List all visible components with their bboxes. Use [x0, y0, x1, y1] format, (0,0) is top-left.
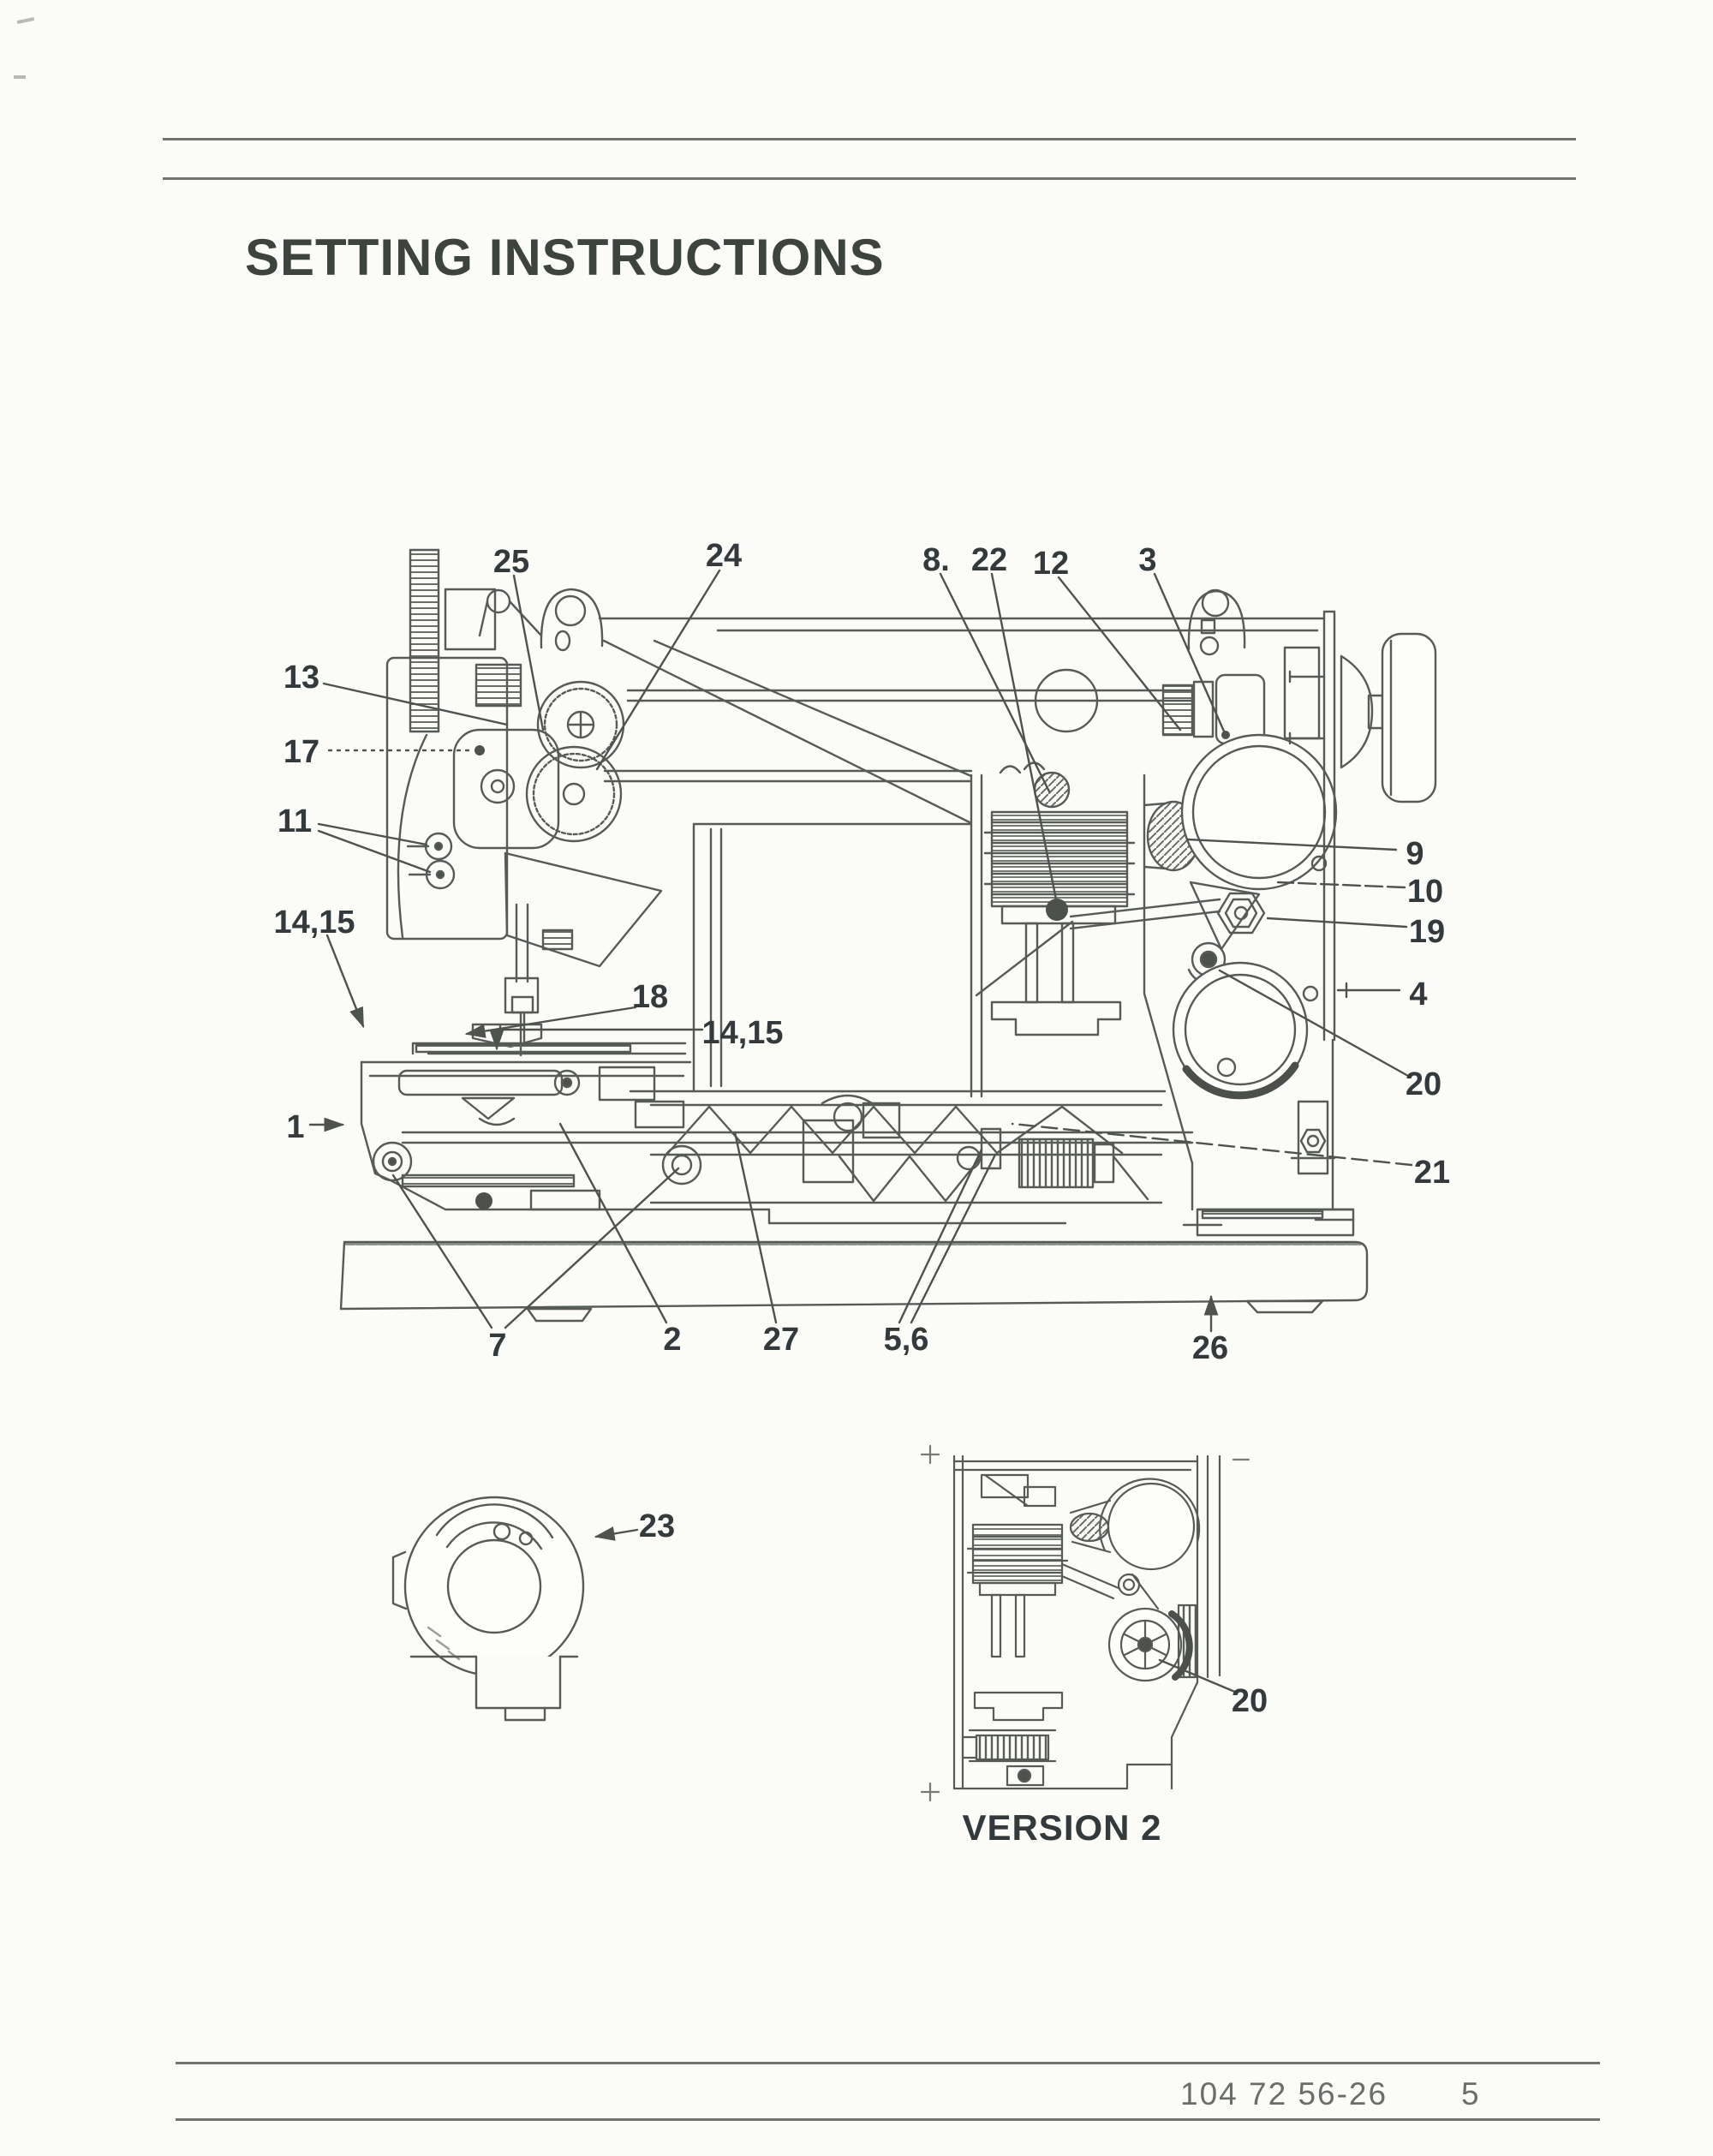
leader-20-version2 — [1158, 1658, 1238, 1694]
callout-3: 3 — [1138, 542, 1156, 578]
callout-21: 21 — [1414, 1155, 1450, 1191]
callout-25: 25 — [493, 544, 529, 580]
callout-24: 24 — [706, 538, 742, 574]
callout-9: 9 — [1406, 836, 1424, 872]
callout-8: 8. — [922, 542, 950, 578]
machine-line-art — [339, 548, 1437, 1323]
leader-20 — [1218, 969, 1410, 1078]
leader-2 — [558, 1122, 668, 1324]
callout-26: 26 — [1192, 1330, 1228, 1366]
leader-14-15-mid — [489, 1028, 704, 1051]
scan-artifact — [14, 75, 26, 79]
callout-14-15-mid: 14,15 — [701, 1015, 783, 1051]
callout-11: 11 — [278, 803, 312, 839]
callout-1: 1 — [286, 1109, 304, 1145]
callout-20-version2: 20 — [1232, 1683, 1268, 1719]
leader-7a — [391, 1174, 493, 1329]
leader-11b — [317, 829, 432, 874]
leader-12 — [1057, 576, 1182, 732]
leader-13 — [322, 682, 509, 726]
leader-10 — [1276, 881, 1406, 889]
callout-13: 13 — [284, 660, 319, 696]
callout-18: 18 — [632, 979, 668, 1015]
bobbin-case-inset — [391, 1496, 585, 1722]
leader-17-dot — [475, 745, 485, 755]
callout-12: 12 — [1033, 546, 1069, 582]
leader-11a — [317, 822, 428, 846]
callout-4: 4 — [1409, 976, 1427, 1012]
callout-17: 17 — [284, 734, 319, 770]
leader-5-6b — [910, 1153, 997, 1324]
leader-5-6a — [898, 1148, 983, 1324]
leader-3-dot — [1221, 731, 1230, 739]
callout-7: 7 — [488, 1328, 506, 1364]
leader-25 — [512, 574, 545, 732]
leader-22 — [990, 572, 1058, 901]
leader-18 — [464, 1006, 637, 1038]
callout-leaders — [308, 569, 1413, 1694]
footer-doc-number: 104 72 56-26 — [1180, 2076, 1388, 2111]
leader-19 — [1266, 917, 1408, 929]
leader-27 — [733, 1131, 778, 1324]
footer-rule-1 — [176, 2062, 1600, 2064]
top-rule-2 — [163, 177, 1576, 180]
callout-2: 2 — [663, 1322, 681, 1358]
leader-21 — [1011, 1122, 1413, 1167]
version2-caption: VERSION 2 — [962, 1807, 1161, 1848]
callout-27: 27 — [763, 1322, 799, 1358]
callout-20: 20 — [1406, 1066, 1441, 1102]
callout-5-6: 5,6 — [884, 1322, 929, 1358]
footer-page-number: 5 — [1461, 2076, 1479, 2111]
callout-19: 19 — [1409, 914, 1445, 950]
leader-9 — [1185, 838, 1398, 851]
leader-7b — [504, 1167, 680, 1329]
footer-rule-2 — [176, 2118, 1600, 2121]
callout-14-15-left: 14,15 — [273, 905, 355, 941]
leader-24 — [595, 569, 721, 771]
callout-labels: 25 24 8. 22 12 3 13 17 11 14,15 18 14,15… — [273, 538, 1450, 1719]
page-title: SETTING INSTRUCTIONS — [245, 229, 885, 286]
leader-4 — [1336, 982, 1401, 999]
version2-inset — [920, 1444, 1250, 1802]
leader-3 — [1153, 572, 1227, 735]
leader-8 — [939, 572, 1051, 793]
callout-22: 22 — [971, 542, 1007, 578]
callout-10: 10 — [1407, 874, 1443, 910]
leader-23 — [594, 1526, 639, 1541]
leader-14-15-left — [325, 934, 365, 1029]
top-rule-1 — [163, 138, 1576, 140]
callout-23: 23 — [639, 1508, 675, 1544]
